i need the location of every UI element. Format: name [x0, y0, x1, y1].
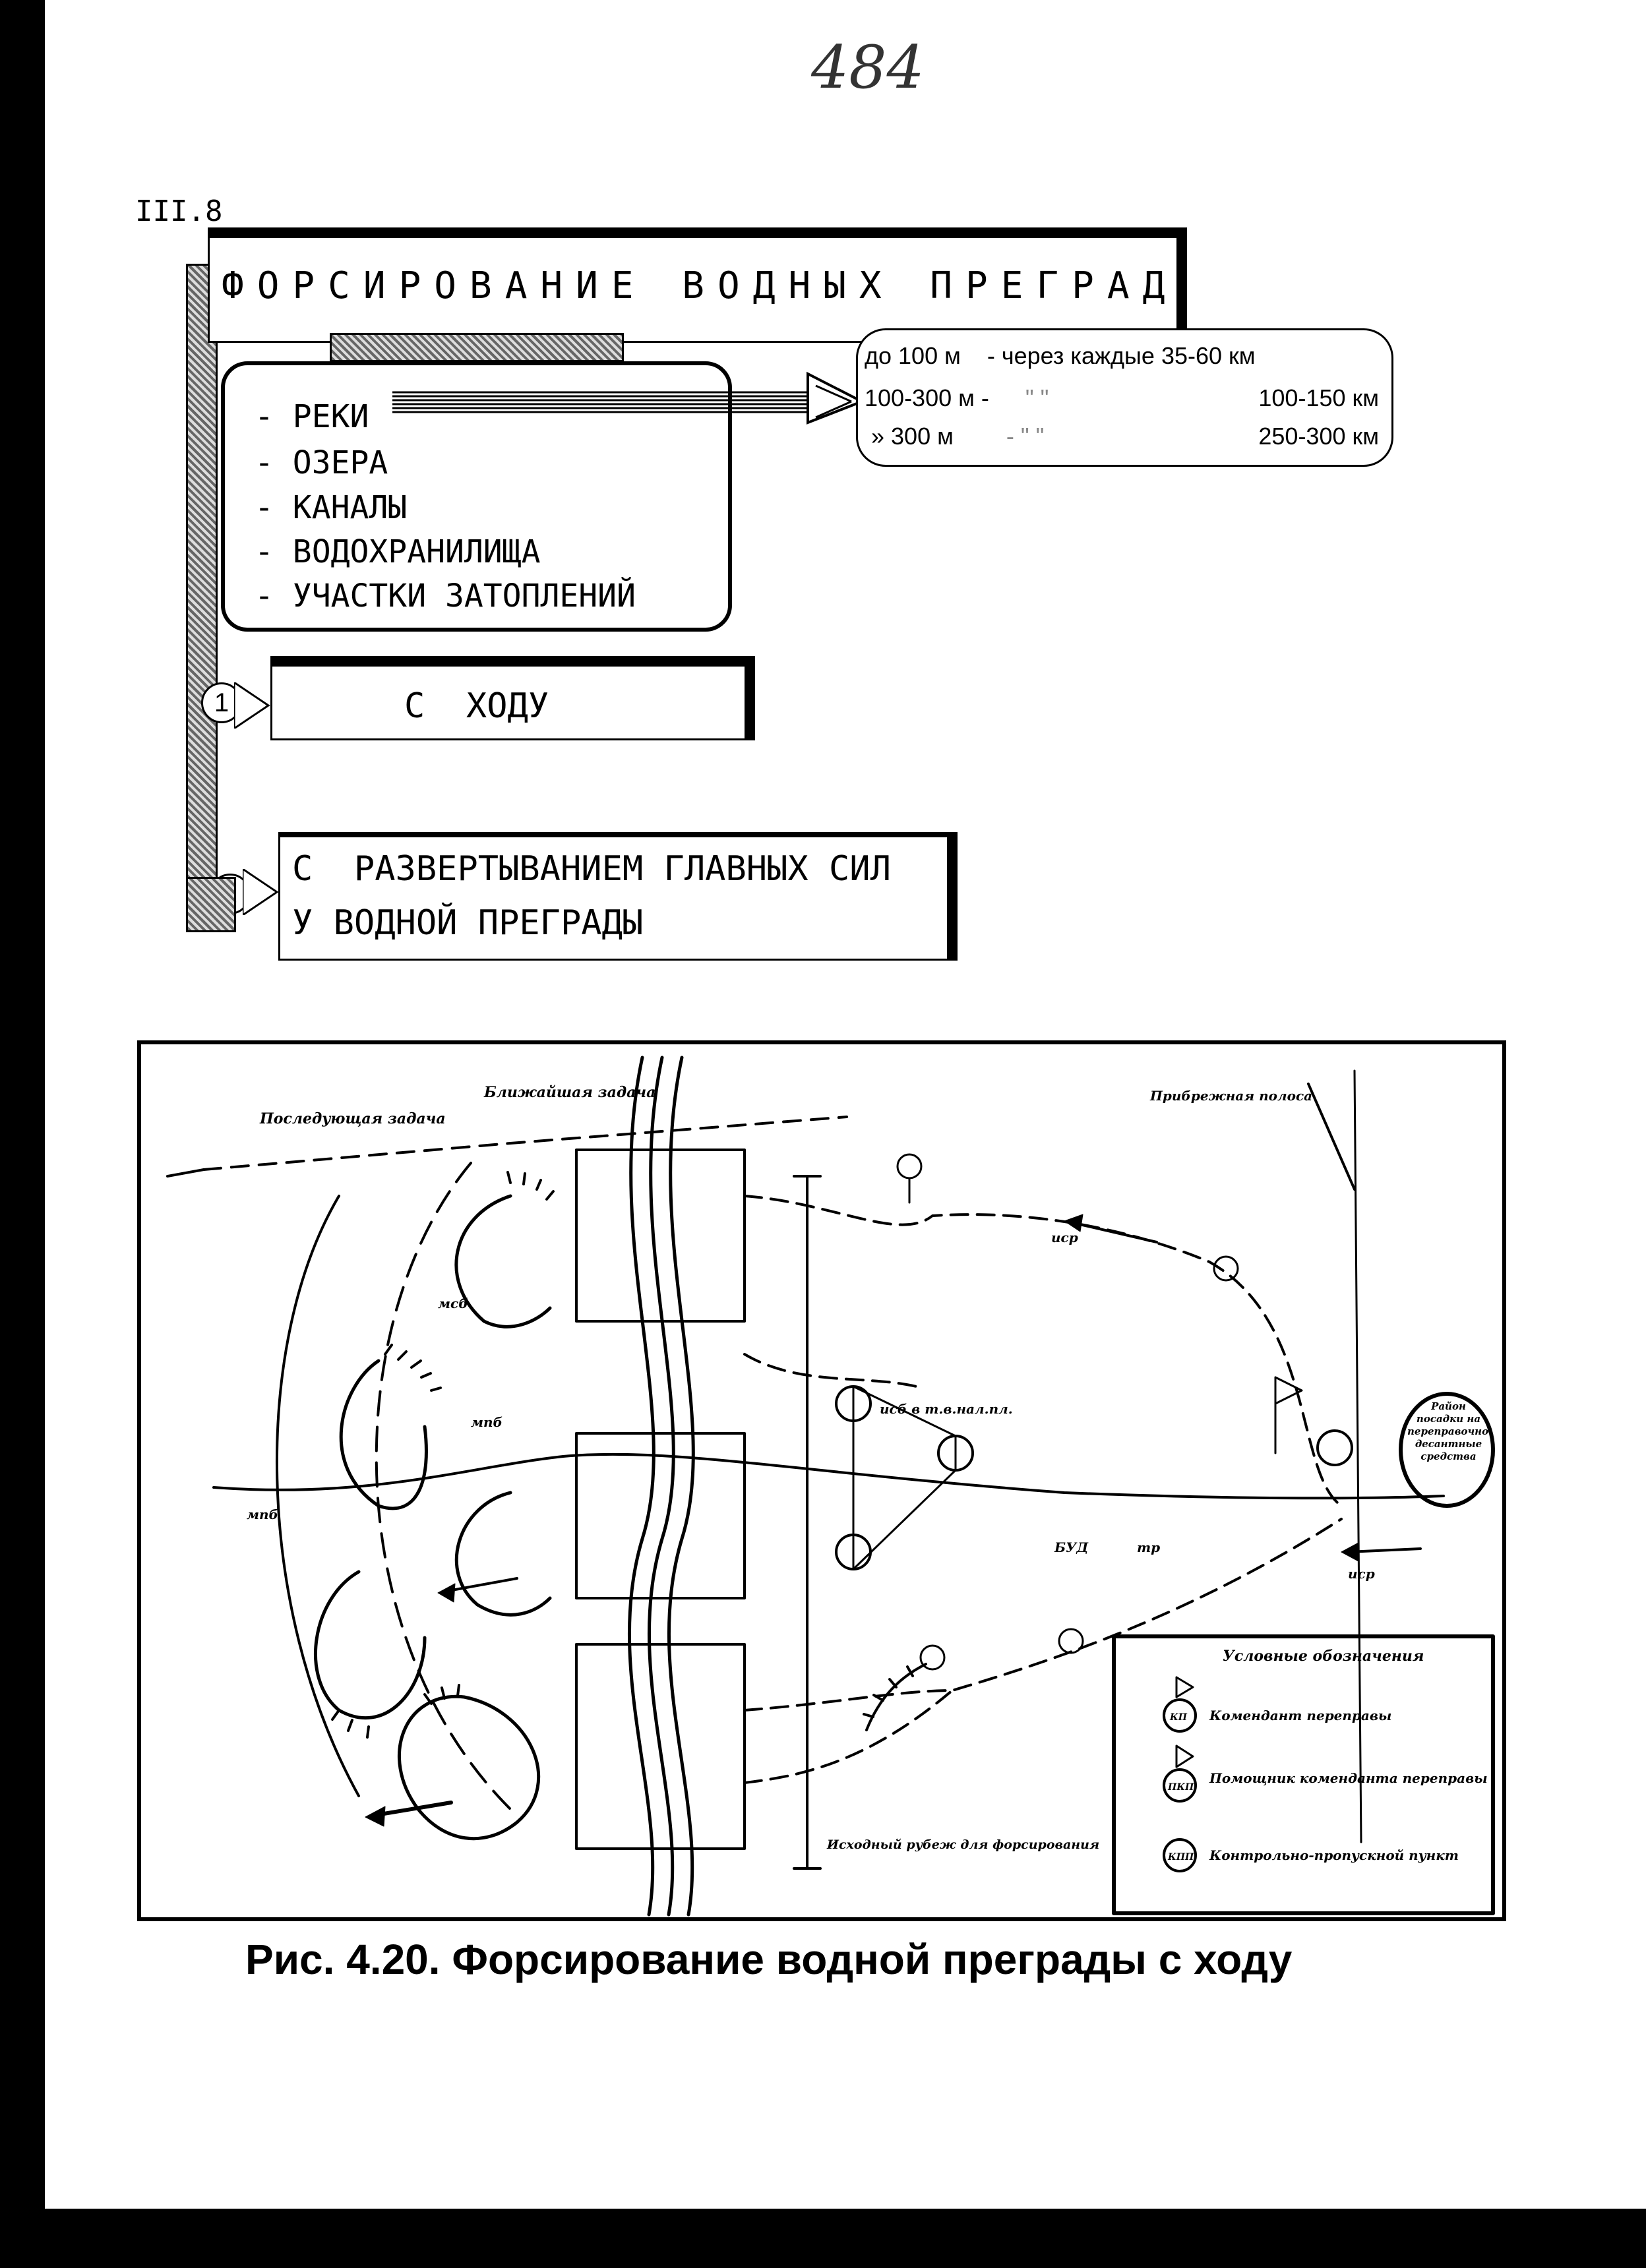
width-value: до 100 м [865, 342, 961, 369]
obstacles-box: - РЕКИ - ОЗЕРА - КАНАЛЫ - ВОДОХРАНИЛИЩА … [221, 361, 732, 632]
legend-code: ПКП [1167, 1782, 1194, 1793]
method-label: У ВОДНОЙ ПРЕГРАДЫ [292, 903, 644, 943]
legend-item-text: Контрольно-пропускной пункт [1209, 1847, 1459, 1863]
frame-bar-vertical [186, 264, 218, 932]
width-row: » 300 м - " " 250-300 км [871, 423, 1386, 450]
map-label-msb: мсб [438, 1296, 468, 1311]
map-label-bud: БУД [1054, 1539, 1089, 1555]
section-code: III.8 [135, 194, 223, 228]
ditto-mark: " " [1025, 384, 1049, 411]
map-label-aoc: Район посадки на переправочно-десантные … [1407, 1400, 1490, 1462]
obstacle-item: - ОЗЕРА [255, 444, 388, 481]
method-label: С ХОДУ [404, 686, 549, 726]
legend-item-text: Помощник коменданта переправы [1209, 1770, 1488, 1786]
method-box-2: С РАЗВЕРТЫВАНИЕМ ГЛАВНЫХ СИЛ У ВОДНОЙ ПР… [278, 832, 958, 961]
width-row: до 100 м - через каждые 35-60 км [865, 342, 1256, 370]
obstacle-item: - УЧАСТКИ ЗАТОПЛЕНИЙ [255, 578, 636, 614]
width-interval: 100-150 км [1258, 384, 1379, 411]
header-box: ФОРСИРОВАНИЕ ВОДНЫХ ПРЕГРАД [208, 227, 1187, 343]
obstacle-item: - РЕКИ [255, 398, 369, 435]
scan-border-left [0, 0, 45, 2268]
rivers-arrow [392, 371, 865, 425]
map-label-subsequent-task: Последующая задача [259, 1110, 446, 1127]
method-box-1: С ХОДУ [270, 656, 755, 740]
method-1-pointer [234, 682, 270, 729]
width-value: 100-300 м - [865, 384, 989, 411]
width-value: » 300 м [871, 423, 954, 450]
map-label-isr: иср [1348, 1566, 1375, 1582]
map-label-start-line: Исходный рубеж для форсирования [826, 1837, 1099, 1852]
width-interval: 250-300 км [1258, 423, 1379, 450]
obstacle-item: - ВОДОХРАНИЛИЩА [255, 533, 541, 570]
legend-code: КП [1169, 1712, 1188, 1723]
scan-border-bottom [0, 2209, 1646, 2268]
ditto-mark: - " " [1006, 423, 1045, 450]
method-label: С РАЗВЕРТЫВАНИЕМ ГЛАВНЫХ СИЛ [292, 849, 891, 889]
page-number: 484 [811, 33, 925, 102]
map-label-riverside: Прибрежная полоса [1149, 1088, 1312, 1104]
map-diagram: Последующая задача Ближайшая задача Приб… [137, 1040, 1506, 1921]
frame-bar-bottom [186, 877, 236, 932]
header-strip [330, 333, 624, 362]
method-2-pointer [243, 869, 279, 915]
figure-caption: Рис. 4.20. Форсирование водной преграды … [245, 1936, 1293, 1983]
map-label-isb: исб в т.в.нал.пл. [880, 1401, 1013, 1417]
legend-code: КПП [1167, 1852, 1194, 1863]
legend-title: Условные обозначения [1223, 1648, 1424, 1665]
map-label-immediate-task: Ближайшая задача [483, 1084, 655, 1101]
river-widths-box: до 100 м - через каждые 35-60 км 100-300… [856, 328, 1393, 467]
width-interval: - через каждые 35-60 км [987, 342, 1256, 369]
width-row: 100-300 м - " " 100-150 км [865, 384, 1386, 412]
map-drawing: Последующая задача Ближайшая задача Приб… [166, 1056, 1495, 1917]
map-label-mpb: мпб [247, 1507, 278, 1522]
legend-item-text: Комендант переправы [1209, 1708, 1391, 1723]
map-label-mpb: мпб [471, 1414, 503, 1430]
header-title: ФОРСИРОВАНИЕ ВОДНЫХ ПРЕГРАД [222, 264, 1178, 307]
map-label-tr: тр [1137, 1539, 1160, 1555]
obstacle-item: - КАНАЛЫ [255, 489, 408, 526]
map-label-isr: иср [1051, 1230, 1078, 1245]
